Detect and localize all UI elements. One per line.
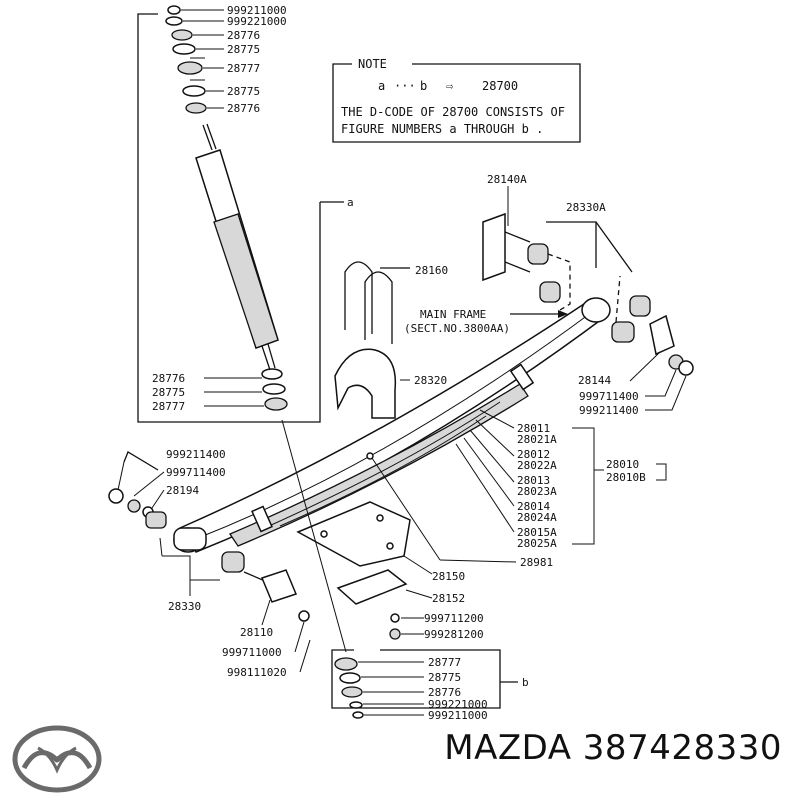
label-999711200: 999711200 [424,612,484,625]
label-28025A: 28025A [517,537,557,550]
label-999211000-bottom: 999211000 [428,709,488,722]
label-28330-bottom: 28330 [168,600,201,613]
label-28010: 28010 [606,458,639,471]
mid-hardware-stack: 28776 28775 28777 [152,368,288,413]
label-28024A: 28024A [517,511,557,524]
label-28012: 28012 [517,448,550,461]
label-28776-top: 28776 [227,29,260,42]
top-hardware-stack [165,5,207,114]
label-999711000: 999711000 [222,646,282,659]
label-28775-top: 28775 [227,43,260,56]
group-label-b: b [522,676,529,689]
label-28777-mid: 28777 [152,400,185,413]
label-999221000-top: 999221000 [227,15,287,28]
label-999711400-left: 999711400 [166,466,226,479]
label-28981: 28981 [520,556,553,569]
label-28777-top: 28777 [227,62,260,75]
label-28152: 28152 [432,592,465,605]
leaf-spring [173,297,611,553]
note-heading: NOTE [358,57,387,71]
label-28013: 28013 [517,474,550,487]
label-28320: 28320 [414,374,447,387]
group-a-bracket [137,13,321,423]
label-28022A: 28022A [517,459,557,472]
label-999281200: 999281200 [424,628,484,641]
label-28776-top-2: 28776 [227,102,260,115]
bottom-hardware-group: b 28777 28775 28776 999221000 999211000 [331,649,529,722]
label-999211400-left: 999211400 [166,448,226,461]
note-line2: FIGURE NUMBERS a THROUGH b . [341,122,543,136]
label-28775-mid: 28775 [152,386,185,399]
group-label-a: a [347,196,354,209]
label-28775-top-2: 28775 [227,85,260,98]
u-bolts: 28160 [344,261,448,344]
label-28144: 28144 [578,374,611,387]
note-line1: THE D-CODE OF 28700 CONSISTS OF [341,105,565,119]
note-range-from: a [378,79,385,93]
label-28014: 28014 [517,500,550,513]
spring-seat: 28320 [334,348,447,419]
note-range-dots: ··· [394,79,416,93]
leaf-number-labels: 28011 28021A 28012 28022A 28013 28023A 2… [455,409,667,550]
label-999221000-bottom: 999221000 [428,698,488,711]
main-frame-line2: (SECT.NO.3800AA) [404,322,510,335]
main-frame-callout: MAIN FRAME (SECT.NO.3800AA) [404,308,568,335]
label-999711400-right: 999711400 [579,390,639,403]
label-28023A: 28023A [517,485,557,498]
label-28160: 28160 [415,264,448,277]
label-999211400-right: 999211400 [579,404,639,417]
shock-absorber-group: a 999211000 999221000 28776 28775 28777 [137,4,354,423]
brand-footer: MAZDA 387428330 [10,718,790,798]
brand-part-number: MAZDA 387428330 [444,728,782,768]
label-998111020: 998111020 [227,666,287,679]
label-28776-mid: 28776 [152,372,185,385]
label-28194: 28194 [166,484,199,497]
note-range-to: b [420,79,427,93]
note-arrow: ⇨ [446,79,454,93]
label-28140A: 28140A [487,173,527,186]
main-frame-line1: MAIN FRAME [420,308,486,321]
label-28330A-top: 28330A [566,201,606,214]
label-28775-bottom: 28775 [428,671,461,684]
top-stack-labels: 999211000 999221000 28776 28775 28777 28… [181,4,287,115]
label-28150: 28150 [432,570,465,583]
label-28011: 28011 [517,422,550,435]
label-28110: 28110 [240,626,273,639]
label-28010B: 28010B [606,471,646,484]
label-28777-bottom: 28777 [428,656,461,669]
note-box: NOTE a ··· b ⇨ 28700 THE D-CODE OF 28700… [332,57,581,143]
note-code: 28700 [482,79,518,93]
shock-absorber [195,123,279,371]
label-28021A: 28021A [517,433,557,446]
label-28015A: 28015A [517,526,557,539]
spring-plate: 28150 28152 999711200 999281200 28981 [281,419,553,653]
mazda-logo-icon [10,724,105,794]
label-999211000-top: 999211000 [227,4,287,17]
rear-shackle-assembly: 28140A 28330A 28144 999711400 999211400 [482,173,694,417]
label-28776-bottom: 28776 [428,686,461,699]
front-hardware: 999211400 999711400 28194 28330 28110 99… [108,448,311,679]
